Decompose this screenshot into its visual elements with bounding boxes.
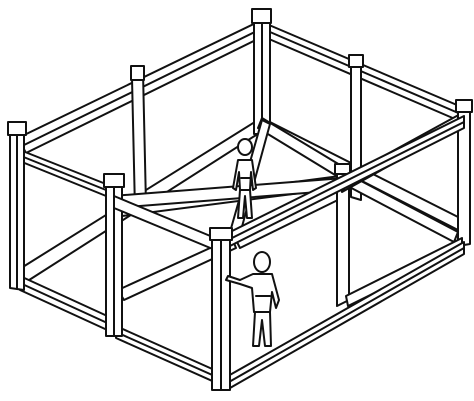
post-cap-interior (335, 164, 350, 174)
post-cap-front-corner (210, 228, 232, 240)
back-corner-post (252, 9, 271, 134)
post-cap-back-corner (252, 9, 271, 23)
post-cap-right (456, 100, 472, 112)
post-cap-back-right (349, 55, 363, 67)
front-corner-post (210, 228, 232, 390)
post-cap-back-left (131, 66, 144, 80)
post-cap-front-middle (104, 174, 124, 187)
post-cap-front-left (8, 122, 26, 135)
